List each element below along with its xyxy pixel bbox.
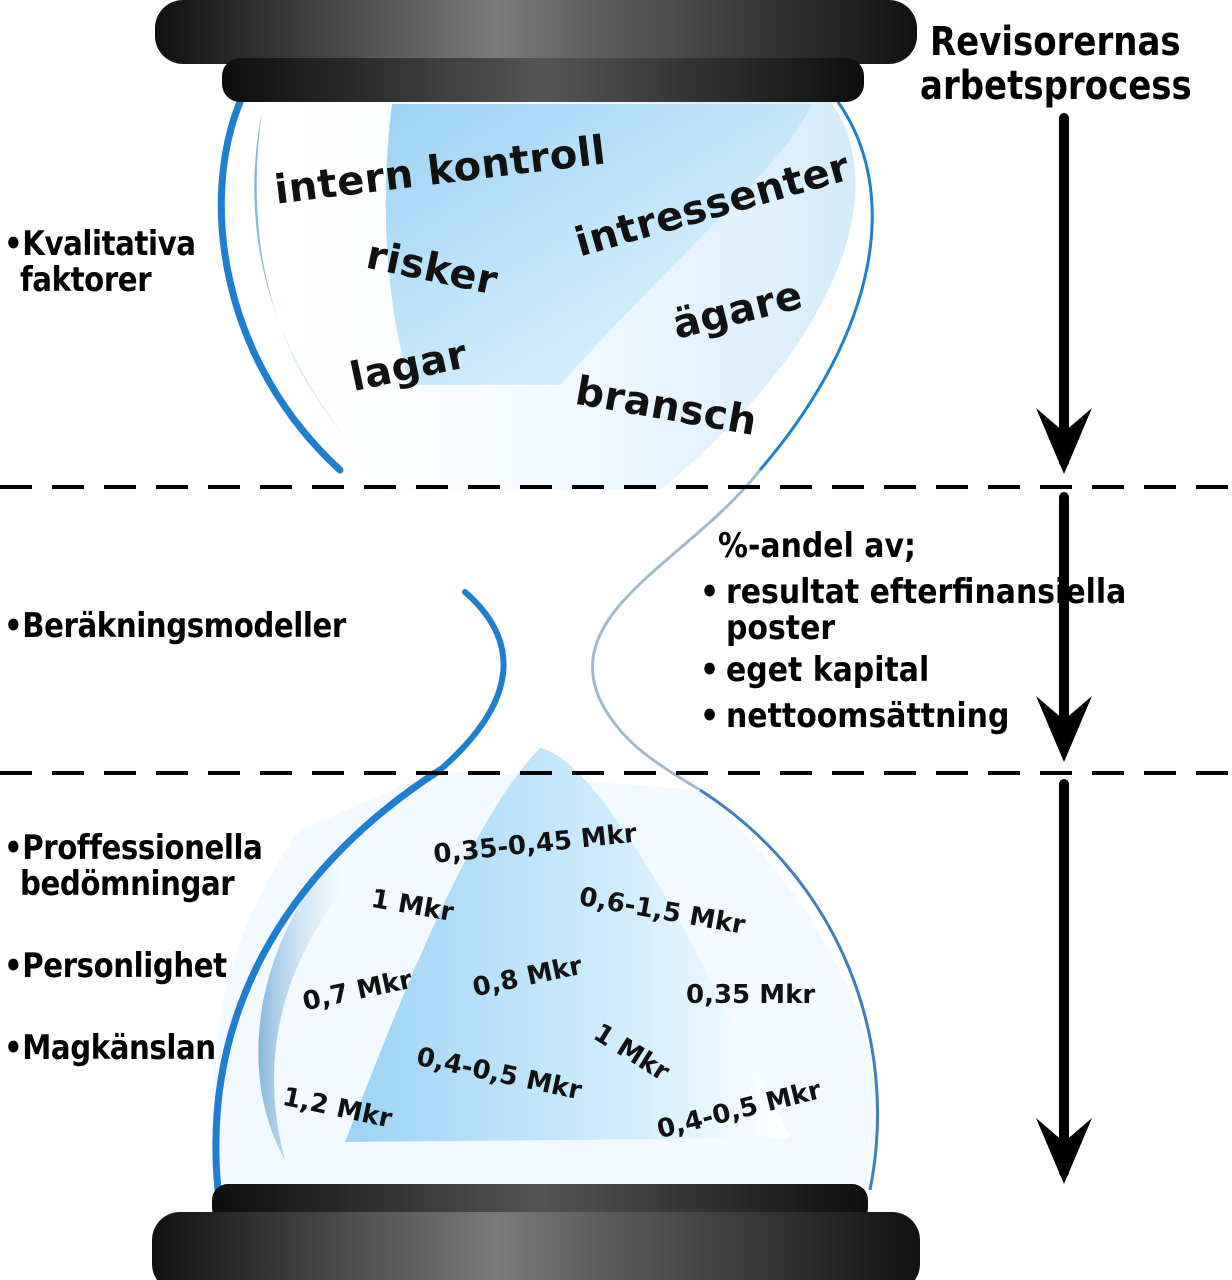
bullet: • [4, 606, 23, 646]
bullet: • [4, 224, 23, 264]
calculation-heading: %-andel av; [718, 526, 916, 566]
title-line-2: arbetsprocess [920, 63, 1192, 109]
section-gut-line1: Magkänslan [22, 1028, 216, 1068]
section-judgements-line1: Proffessionella [22, 828, 263, 868]
bullet: • [4, 946, 23, 986]
bullet: • [4, 1028, 23, 1068]
section-models-line1: Beräkningsmodeller [22, 606, 346, 646]
bullet: • [700, 696, 720, 736]
bullet: • [700, 650, 720, 690]
bullet: • [700, 572, 720, 612]
bullet: • [4, 828, 23, 868]
lower-sand [345, 748, 790, 1142]
calculation-item-3: nettoomsättning [726, 696, 1010, 736]
calculation-item-1: resultat efterfinansiella [726, 572, 1127, 612]
arrow-heads [1036, 408, 1092, 1184]
top-cap-rim [222, 58, 864, 102]
calculation-item-2: eget kapital [726, 650, 930, 690]
section-personality-line1: Personlighet [22, 946, 227, 986]
top-cap [155, 0, 917, 64]
lower-left-shine [258, 860, 360, 1160]
title-line-1: Revisorernas [930, 19, 1181, 65]
section-judgements-line2: bedömningar [20, 864, 235, 904]
section-qualitative-line1: Kvalitativa [22, 224, 196, 264]
calculation-item-1-cont: poster [726, 608, 836, 648]
amount-label: 0,35 Mkr [686, 980, 816, 1010]
section-qualitative-line2: faktorer [20, 260, 152, 300]
bottom-cap [152, 1212, 920, 1280]
upper-sand [385, 104, 812, 385]
